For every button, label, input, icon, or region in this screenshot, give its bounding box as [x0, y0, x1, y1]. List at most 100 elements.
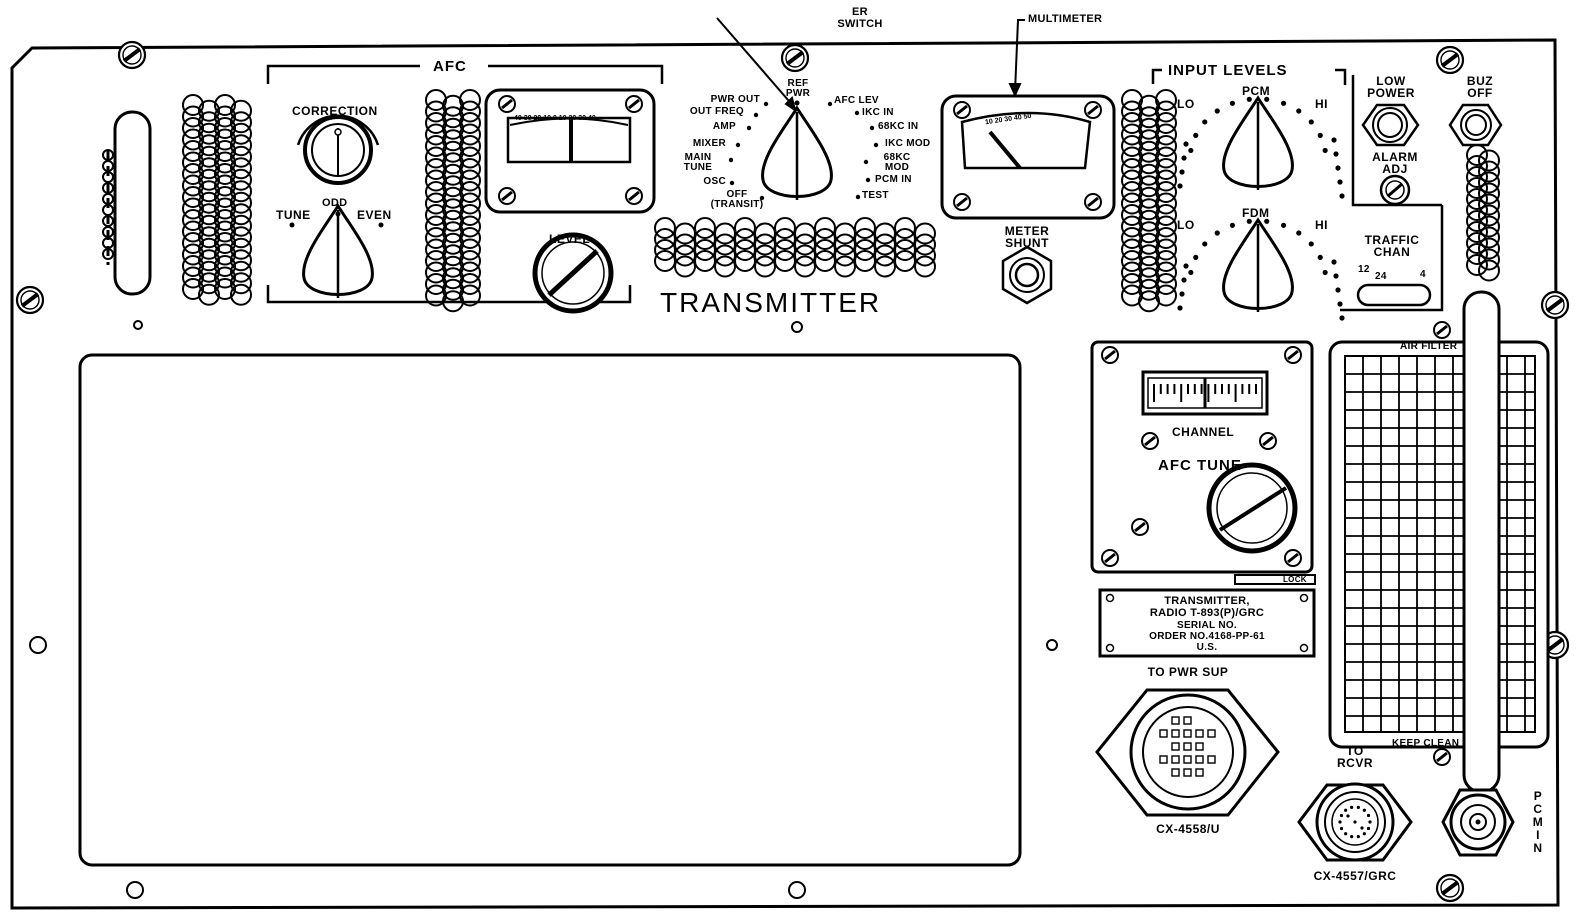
vent-hole [182, 278, 204, 300]
vent-hole [1466, 254, 1488, 276]
position-dot [729, 180, 735, 186]
lock-lever [1234, 574, 1316, 585]
connector-pin [1183, 742, 1192, 751]
connector-pin [1356, 805, 1360, 809]
vent-hole [198, 191, 220, 214]
pcm-level-scale-dots [1177, 96, 1345, 199]
vent-hole [894, 239, 916, 261]
vent-hole [854, 217, 876, 239]
vent-hole [1155, 192, 1177, 215]
afc-tune-knob [1206, 462, 1298, 554]
vent-hole [459, 284, 481, 307]
buzzer-off-button [1448, 103, 1503, 147]
vent-hole [774, 250, 796, 272]
vent-hole [1466, 166, 1488, 188]
multimeter [940, 94, 1116, 220]
vent-hole [1478, 171, 1500, 194]
scale-dot [1202, 119, 1208, 125]
fdm-lo-label: LO [1177, 218, 1195, 232]
vent-hole [459, 227, 481, 249]
fdm-level-knob [1222, 218, 1294, 314]
traffic-chan-label: TRAFFIC CHAN [1364, 233, 1420, 259]
scale-dot [1337, 179, 1343, 185]
scale-dot [1317, 254, 1323, 260]
vent-hole [198, 122, 220, 145]
vent-hole [102, 248, 114, 260]
scale-dot [1179, 169, 1185, 175]
vent-hole [714, 244, 736, 267]
alarm-adjust-screw [1379, 174, 1411, 206]
vent-hole [714, 255, 736, 278]
scale-dot [1229, 222, 1236, 228]
vent-hole [794, 255, 816, 278]
vent-hole [874, 255, 896, 278]
scale-dot [1179, 291, 1185, 297]
vent-hole [459, 146, 481, 169]
input-levels-heading: INPUT LEVELS [1168, 62, 1288, 79]
position-dot [759, 195, 765, 201]
cx4557-label: CX-4557/GRC [1313, 869, 1397, 883]
nameplate-line-4: ORDER NO.4168-PP-61 [1149, 631, 1265, 642]
low-power-label: LOW POWER [1367, 74, 1415, 100]
scale-dot [1308, 241, 1314, 247]
vent-hole [214, 243, 236, 266]
vent-hole [459, 135, 481, 157]
scale-dot [1177, 305, 1183, 311]
vent-hole [754, 233, 776, 256]
vent-hole [774, 228, 796, 250]
vent-hole [214, 197, 236, 220]
fdm-label: FDM [1242, 206, 1270, 220]
pos-out-freq: OUT FREQ [689, 106, 744, 117]
scale-dot [1317, 132, 1323, 138]
position-dot [863, 159, 869, 165]
scale-dot [1339, 315, 1345, 321]
scale-dot [1335, 287, 1341, 293]
vent-hole [1466, 210, 1488, 232]
connector-pin [1368, 820, 1372, 824]
vent-hole [182, 255, 204, 277]
fdm-hi-label: HI [1315, 218, 1328, 232]
scale-dot [1193, 132, 1199, 138]
scale-dot [1322, 269, 1328, 276]
scale-dot [1246, 218, 1252, 224]
scale-dot [1322, 147, 1328, 154]
vent-hole [1155, 123, 1177, 146]
vent-hole [774, 217, 796, 239]
vent-hole [459, 181, 481, 203]
vent-hole [1466, 199, 1488, 221]
test-selector-switch [761, 100, 833, 202]
vent-hole [230, 203, 252, 226]
vent-hole [198, 214, 220, 237]
position-dot [873, 142, 879, 148]
air-filter [1328, 320, 1550, 767]
afc-meter-scale: 40 30 20 10 0 10 20 30 40 [514, 115, 596, 122]
vent-hole [774, 239, 796, 261]
vent-hole [182, 232, 204, 254]
connector-pin [1207, 755, 1216, 764]
vent-hole [198, 203, 220, 226]
vent-hole [214, 117, 236, 139]
connector-pin [1366, 826, 1371, 831]
scale-dot [1181, 155, 1187, 161]
pos-68kc-in: 68KC IN [878, 121, 919, 132]
connector-pin [1339, 826, 1344, 831]
vent-hole [214, 163, 236, 185]
left-handle [106, 110, 152, 296]
scale-dot [1296, 108, 1302, 114]
vent-hole [1155, 181, 1177, 203]
correction-label: CORRECTION [292, 104, 378, 118]
vent-hole [214, 105, 236, 128]
connector-pin [1171, 716, 1180, 725]
position-dot [854, 110, 860, 116]
vent-hole [459, 204, 481, 226]
vent-hole [1478, 248, 1500, 271]
scale-dot [1280, 222, 1287, 228]
vent-hole [1155, 112, 1177, 134]
connector-pin [1344, 808, 1348, 812]
vent-hole [214, 151, 236, 174]
vent-hole [1155, 100, 1177, 123]
vent-hole [214, 128, 236, 151]
even-label: EVEN [357, 208, 392, 222]
vent-hole [214, 140, 236, 162]
pos-afc-lev: AFC LEV [834, 95, 879, 106]
